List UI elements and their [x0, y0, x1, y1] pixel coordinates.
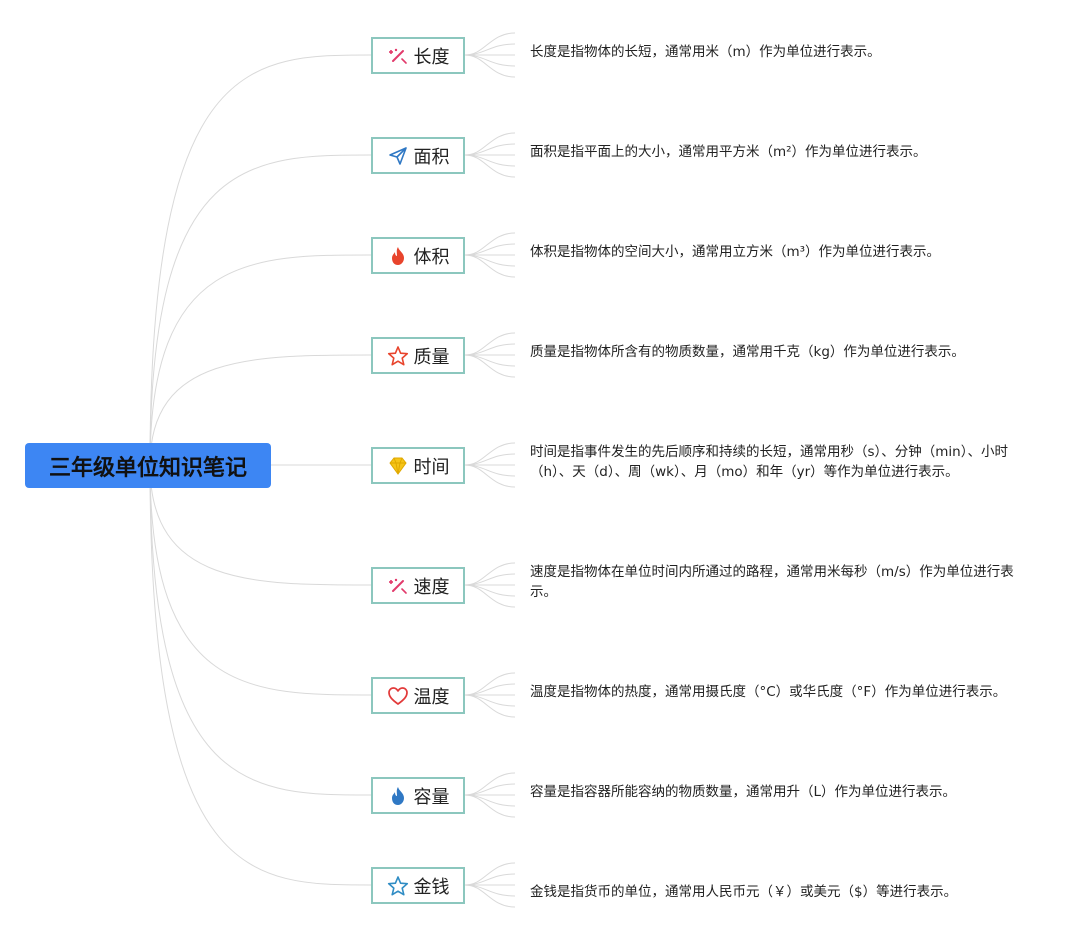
topic-area[interactable]: 面积	[371, 137, 465, 174]
topic-label: 容量	[413, 786, 450, 808]
fire-icon	[387, 785, 409, 807]
star-outline-icon	[387, 875, 409, 897]
description-volume: 体积是指物体的空间大小，通常用立方米（m³）作为单位进行表示。	[530, 244, 941, 260]
topic-label: 质量	[413, 346, 450, 368]
topic-label: 金钱	[413, 876, 450, 898]
topic-capacity[interactable]: 容量	[371, 777, 465, 814]
fire-icon	[387, 245, 409, 267]
topic-label: 长度	[413, 46, 450, 68]
description-capacity: 容量是指容器所能容纳的物质数量，通常用升（L）作为单位进行表示。	[530, 784, 957, 800]
topic-label: 速度	[413, 576, 450, 598]
topic-label: 面积	[413, 146, 450, 168]
central-topic[interactable]: 三年级单位知识笔记	[25, 443, 271, 488]
topic-label: 温度	[413, 686, 450, 708]
topic-label: 时间	[413, 456, 450, 478]
wand-sparkle-icon	[387, 45, 409, 67]
star-outline-icon	[387, 345, 409, 367]
description-speed: 速度是指物体在单位时间内所通过的路程，通常用米每秒（m/s）作为单位进行表示。	[530, 564, 1014, 600]
topic-length[interactable]: 长度	[371, 37, 465, 74]
topic-mass[interactable]: 质量	[371, 337, 465, 374]
topic-label: 体积	[413, 246, 450, 268]
central-topic-label: 三年级单位知识笔记	[48, 455, 247, 481]
description-mass: 质量是指物体所含有的物质数量，通常用千克（kg）作为单位进行表示。	[530, 344, 965, 360]
description-area: 面积是指平面上的大小，通常用平方米（m²）作为单位进行表示。	[530, 144, 927, 160]
topic-speed[interactable]: 速度	[371, 567, 465, 604]
description-length: 长度是指物体的长短，通常用米（m）作为单位进行表示。	[530, 44, 881, 60]
topic-money[interactable]: 金钱	[371, 867, 465, 904]
wand-sparkle-icon	[387, 575, 409, 597]
description-money: 金钱是指货币的单位，通常用人民币元（￥）或美元（$）等进行表示。	[530, 884, 958, 900]
topic-temperature[interactable]: 温度	[371, 677, 465, 714]
description-temperature: 温度是指物体的热度，通常用摄氏度（°C）或华氏度（°F）作为单位进行表示。	[530, 684, 1007, 700]
topic-volume[interactable]: 体积	[371, 237, 465, 274]
description-time: 时间是指事件发生的先后顺序和持续的长短，通常用秒（s）、分钟（min）、小时（h…	[530, 444, 1008, 480]
topic-time[interactable]: 时间	[371, 447, 465, 484]
paper-plane-icon	[387, 145, 409, 167]
heart-outline-icon	[387, 685, 409, 707]
diamond-icon	[387, 455, 409, 477]
